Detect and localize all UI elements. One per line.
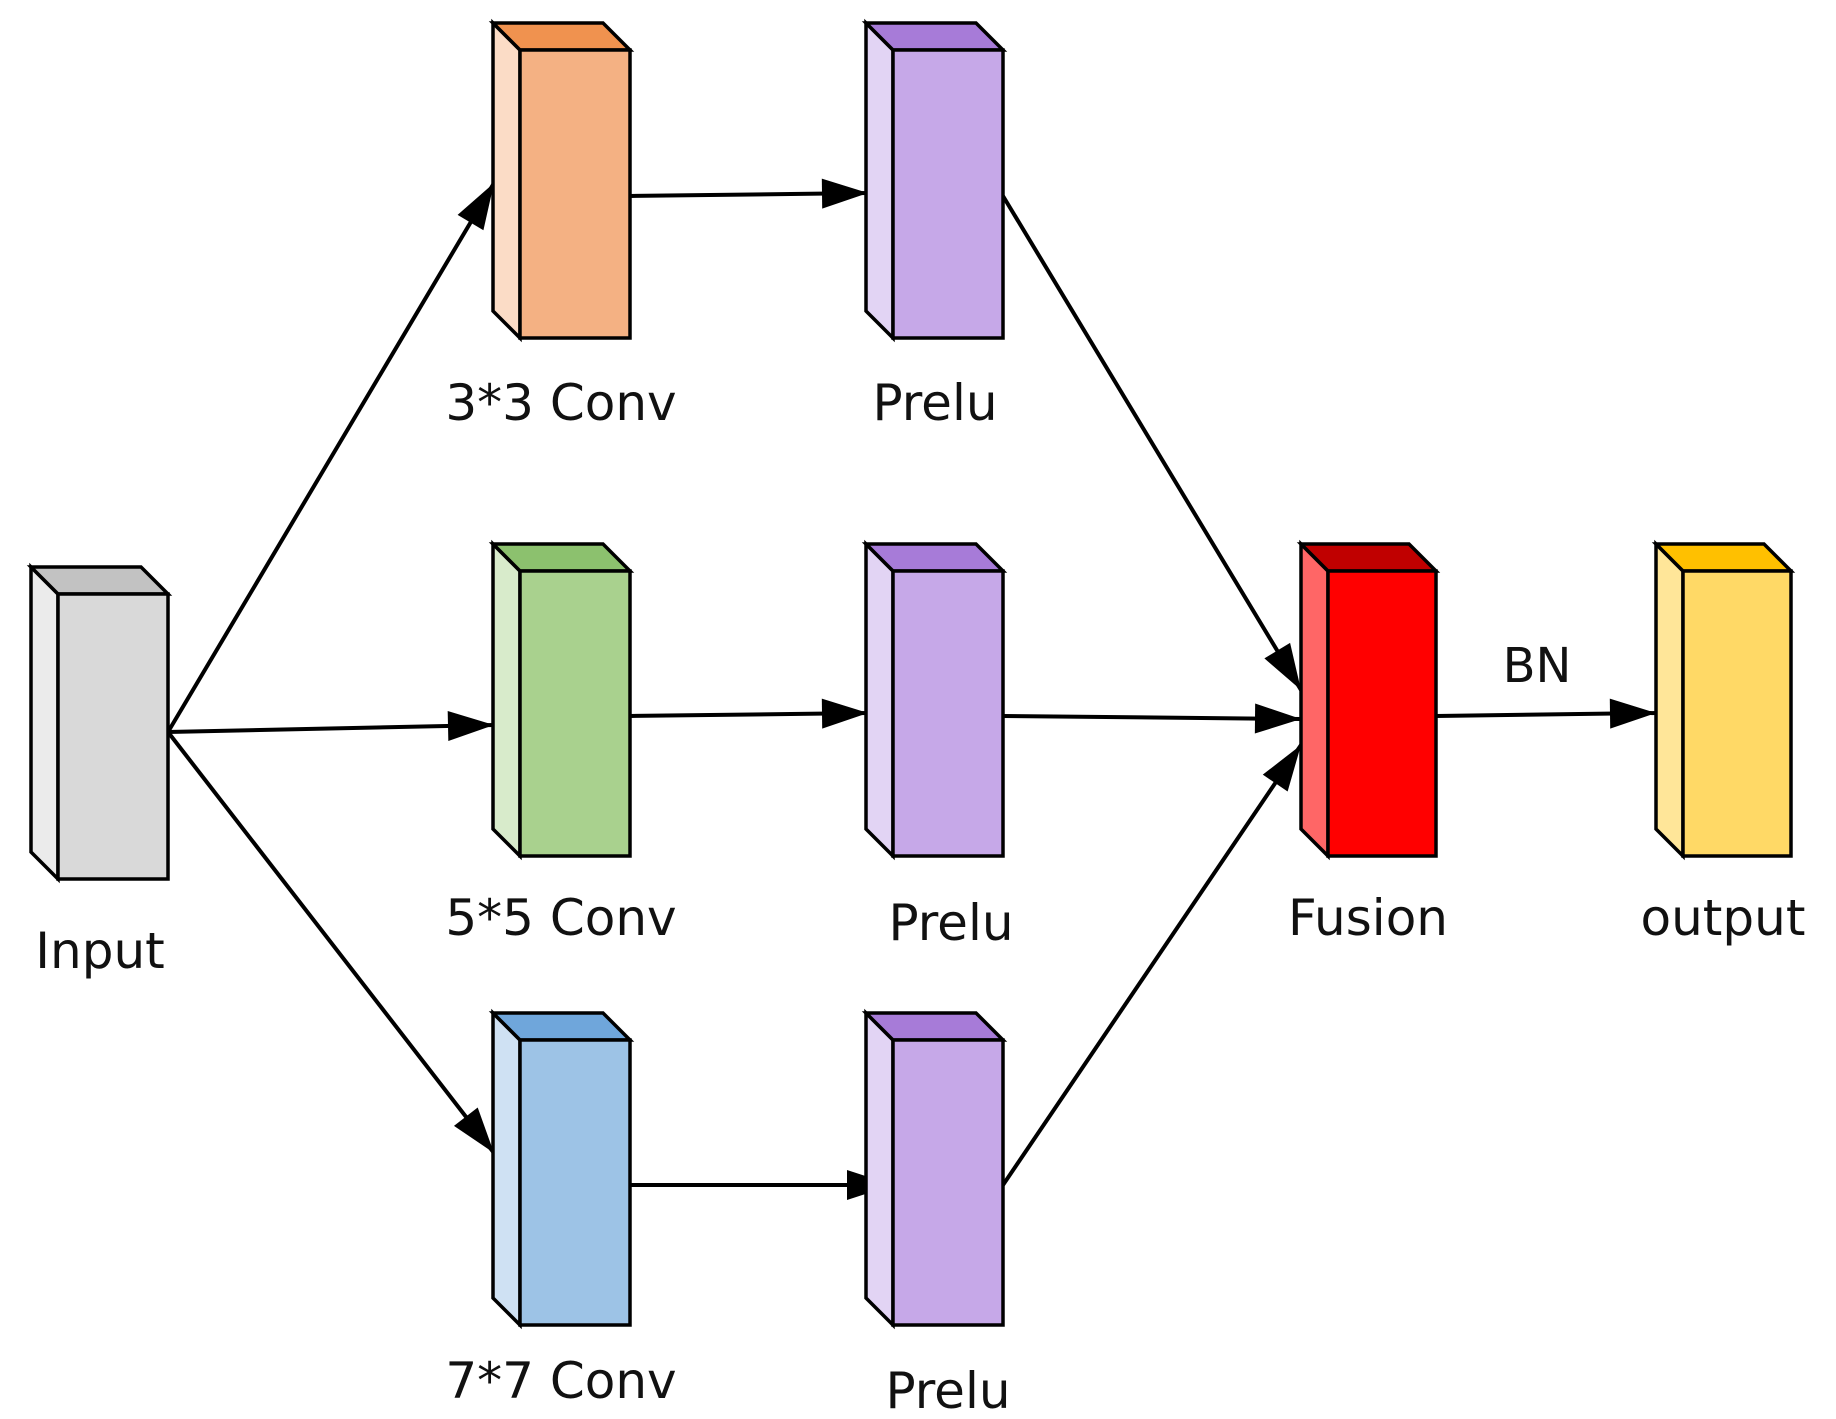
block-side-face bbox=[491, 539, 522, 861]
arrowhead bbox=[1264, 642, 1301, 690]
block-prelu1 bbox=[861, 18, 1008, 343]
block-front-face bbox=[1326, 569, 1438, 858]
blocks-layer bbox=[26, 18, 1796, 1330]
edge-fusion-to-output bbox=[1435, 698, 1657, 729]
block-label-input: Input bbox=[35, 922, 164, 980]
arrowhead bbox=[453, 1107, 494, 1153]
block-front-face bbox=[891, 569, 1005, 858]
block-side-face bbox=[491, 1008, 522, 1330]
edge-line bbox=[1001, 194, 1303, 692]
block-top-face bbox=[488, 1011, 635, 1042]
block-label-prelu2: Prelu bbox=[888, 894, 1013, 952]
edges-layer bbox=[166, 178, 1657, 1200]
block-front-face bbox=[891, 1038, 1005, 1327]
block-front-face bbox=[518, 569, 632, 858]
edge-prelu3-to-fusion bbox=[1001, 743, 1303, 1187]
block-conv3 bbox=[488, 18, 635, 343]
edge-label: BN bbox=[1503, 638, 1572, 694]
block-side-face bbox=[864, 1008, 895, 1330]
edge-input-to-conv5 bbox=[167, 710, 495, 741]
block-label-prelu1: Prelu bbox=[872, 374, 997, 432]
block-side-face bbox=[29, 562, 60, 884]
edge-line bbox=[166, 730, 496, 1155]
block-label-conv5: 5*5 Conv bbox=[445, 889, 676, 947]
block-label-conv3: 3*3 Conv bbox=[445, 374, 676, 432]
block-input bbox=[26, 562, 173, 884]
block-front-face bbox=[518, 1038, 632, 1327]
arrowhead bbox=[821, 698, 868, 729]
edge-line bbox=[1002, 714, 1302, 721]
arrowhead bbox=[1262, 745, 1301, 792]
edge-conv5-to-prelu2 bbox=[629, 698, 869, 729]
edge-line bbox=[1001, 743, 1303, 1187]
block-prelu3 bbox=[861, 1008, 1008, 1330]
edge-prelu1-to-fusion bbox=[1001, 194, 1303, 692]
block-prelu2 bbox=[861, 539, 1008, 861]
block-output bbox=[1651, 539, 1796, 861]
arrowhead bbox=[821, 178, 868, 209]
block-top-face bbox=[26, 565, 173, 596]
arrowhead bbox=[447, 710, 494, 741]
block-side-face bbox=[1299, 539, 1330, 861]
block-front-face bbox=[1681, 569, 1793, 858]
block-top-face bbox=[488, 21, 635, 52]
block-label-fusion: Fusion bbox=[1288, 889, 1448, 947]
block-label-output: output bbox=[1641, 889, 1806, 947]
block-top-face bbox=[861, 1011, 1008, 1042]
block-side-face bbox=[864, 18, 895, 343]
arrowhead bbox=[457, 183, 494, 231]
block-side-face bbox=[491, 18, 522, 343]
block-front-face bbox=[518, 48, 632, 340]
edge-line bbox=[167, 723, 495, 734]
block-top-face bbox=[861, 542, 1008, 573]
edge-prelu2-to-fusion bbox=[1002, 703, 1302, 734]
block-top-face bbox=[861, 21, 1008, 52]
block-side-face bbox=[864, 539, 895, 861]
arrowhead bbox=[1609, 698, 1656, 729]
block-conv7 bbox=[488, 1008, 635, 1330]
edge-line bbox=[166, 181, 496, 734]
edge-input-to-conv7 bbox=[166, 730, 496, 1155]
block-top-face bbox=[488, 542, 635, 573]
edge-input-to-conv3 bbox=[166, 181, 496, 734]
block-label-conv7: 7*7 Conv bbox=[445, 1352, 676, 1410]
edge-conv7-to-prelu3 bbox=[630, 1170, 893, 1200]
block-front-face bbox=[891, 48, 1005, 340]
edge-conv3-to-prelu1 bbox=[629, 178, 869, 209]
block-front-face bbox=[56, 592, 170, 881]
arrowhead bbox=[1254, 703, 1301, 734]
block-fusion bbox=[1296, 539, 1441, 861]
block-conv5 bbox=[488, 539, 635, 861]
block-label-prelu3: Prelu bbox=[885, 1362, 1010, 1419]
block-side-face bbox=[1654, 539, 1685, 861]
